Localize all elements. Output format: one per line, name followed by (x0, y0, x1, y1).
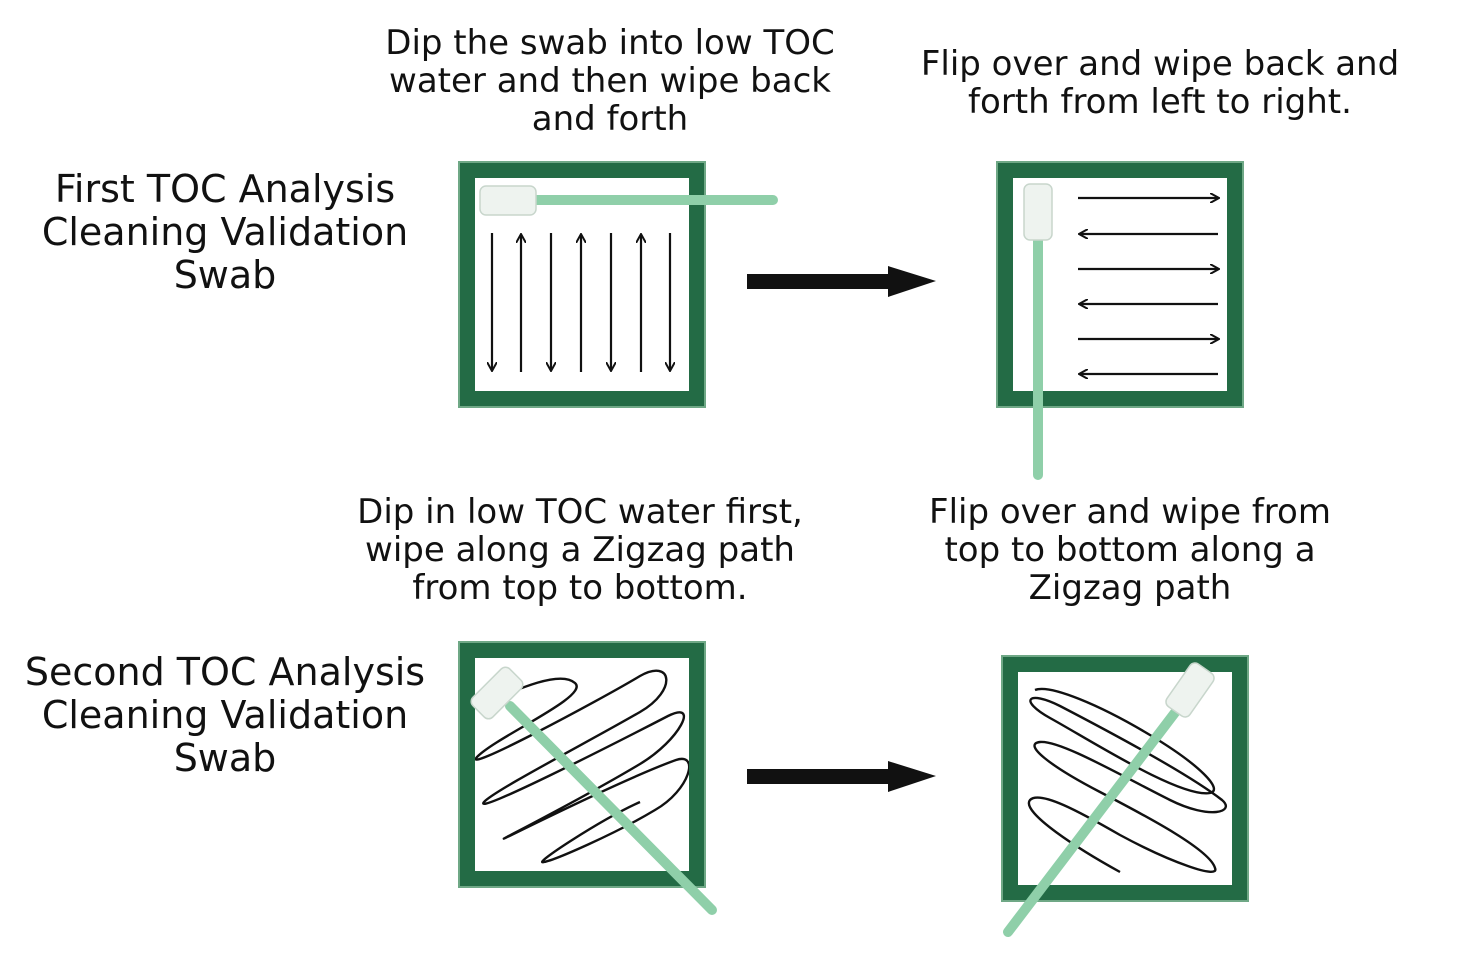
row2-step1-caption: Dip in low TOC water first, wipe along a… (357, 492, 803, 608)
swab-icon (470, 666, 717, 915)
row1-step1-caption: Dip the swab into low TOC water and then… (385, 23, 835, 139)
row2-step2-caption: Flip over and wipe from top to bottom al… (929, 492, 1331, 608)
horizontal-wipe-strokes (1078, 198, 1218, 374)
swab-icon (479, 185, 778, 216)
zigzag-wipe-path (475, 669, 689, 864)
vertical-wipe-strokes (492, 233, 670, 372)
swab-icon (1003, 662, 1215, 937)
swab-icon (1023, 183, 1053, 480)
zigzag-wipe-path (1027, 687, 1228, 874)
right-arrow-icon (747, 266, 936, 297)
row2-title: Second TOC Analysis Cleaning Validation … (24, 650, 426, 780)
right-arrow-icon (747, 761, 936, 792)
row1-step2-caption: Flip over and wipe back and forth from l… (920, 44, 1400, 122)
row1-title: First TOC Analysis Cleaning Validation S… (41, 167, 409, 297)
